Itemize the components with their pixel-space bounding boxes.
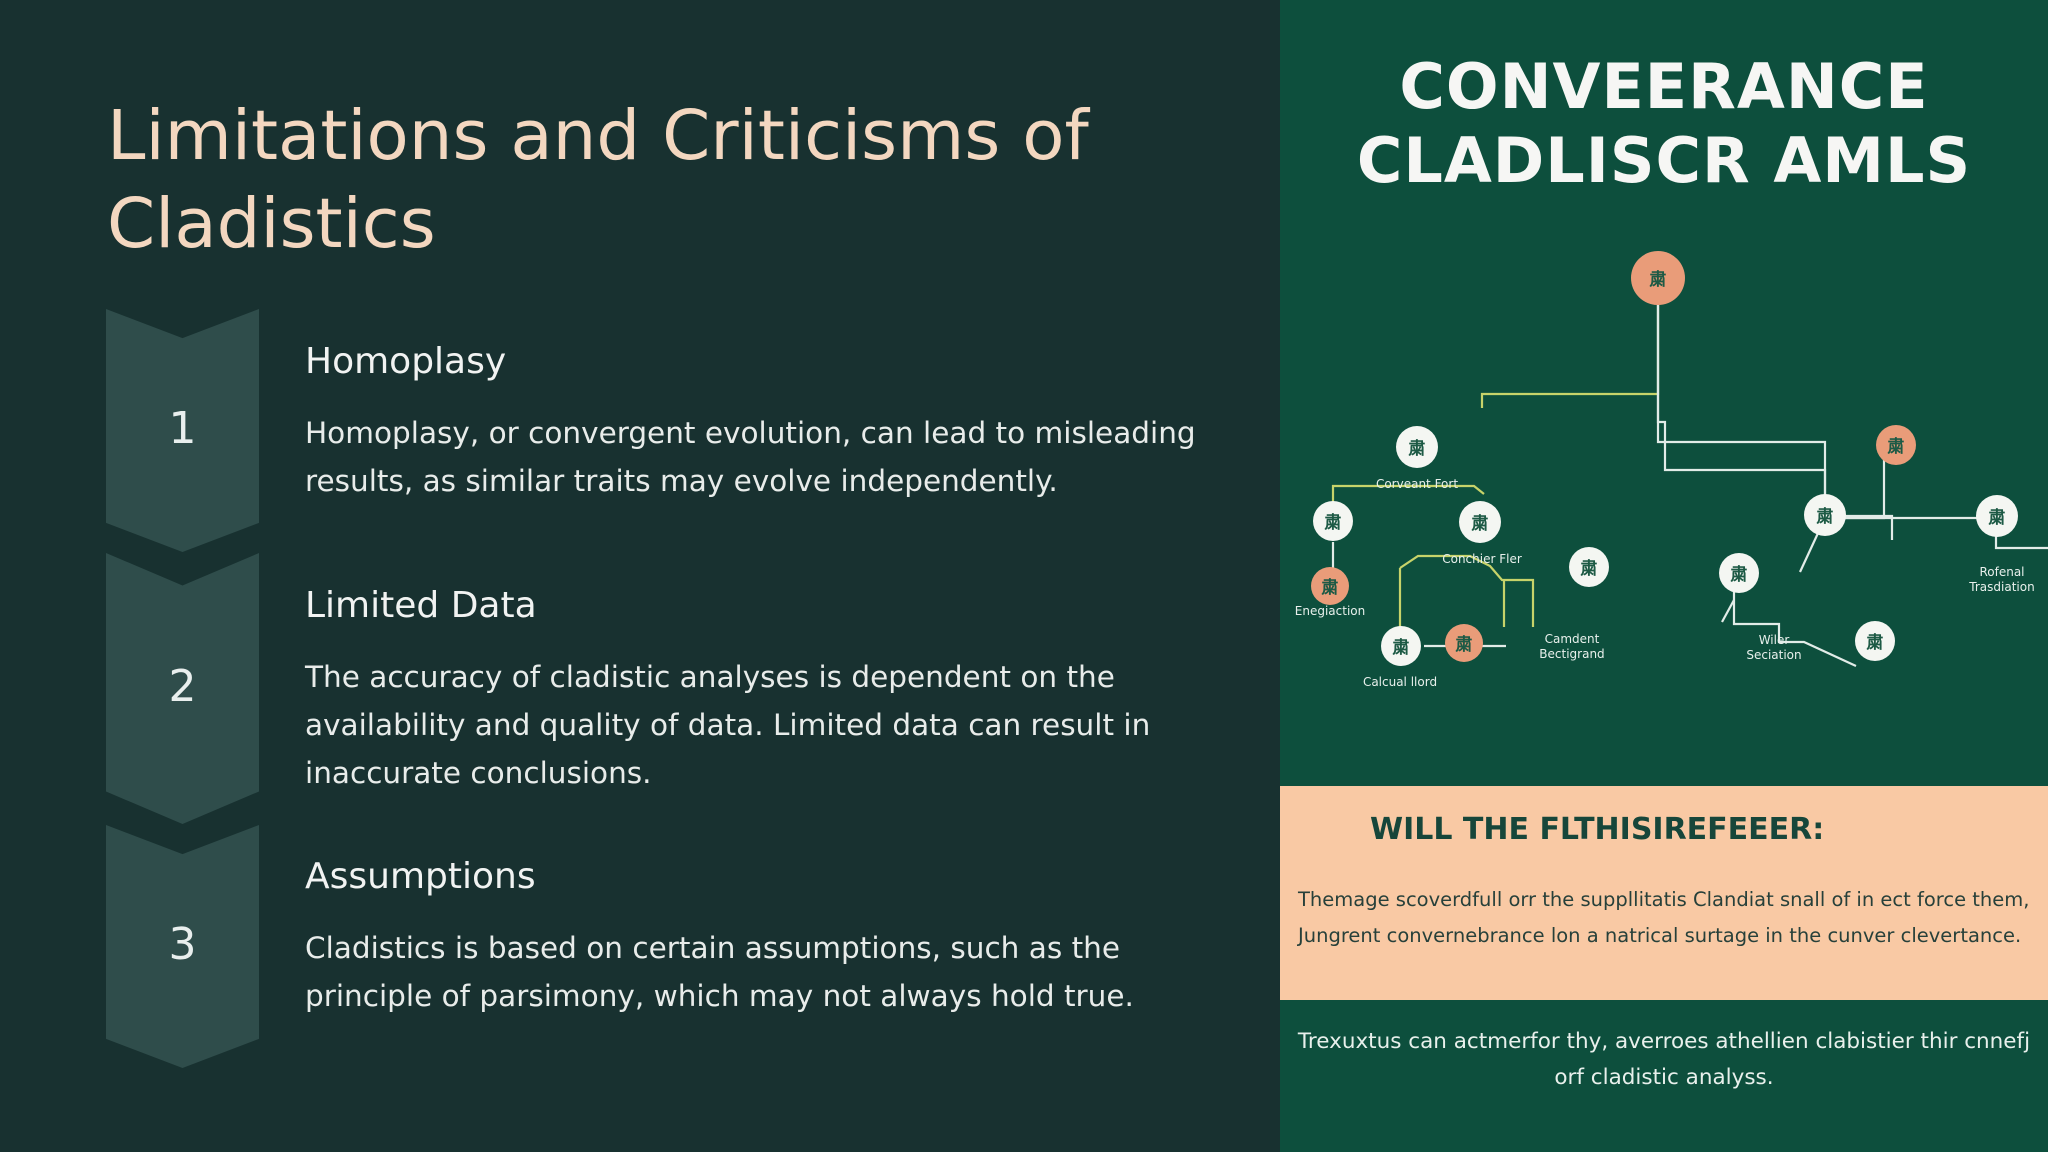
step-number-2: 2 xyxy=(168,661,197,712)
node-glyph: 粛 xyxy=(1730,564,1748,585)
item-heading-limited-data: Limited Data xyxy=(305,585,537,626)
step-marker-2 xyxy=(106,553,259,824)
node-icon xyxy=(1569,547,1609,587)
step-number-3: 3 xyxy=(168,919,197,970)
node-label: Conchier Fler xyxy=(1442,552,1522,566)
node-label: Enegiaction xyxy=(1295,604,1365,618)
root-node-icon xyxy=(1631,251,1685,305)
item-body-assumptions: Cladistics is based on certain assumptio… xyxy=(305,931,1134,1013)
item-heading-assumptions: Assumptions xyxy=(305,856,536,897)
cladogram-labels: Corveant Fort Enegiaction Conchier Fler … xyxy=(1295,477,2035,689)
node-label: Calcual llord xyxy=(1363,675,1437,689)
content-panel: Limitations and Criticisms of Cladistics… xyxy=(106,96,1196,1068)
node-glyph: 粛 xyxy=(1866,632,1884,653)
node-icon xyxy=(1976,495,2018,537)
node-icon xyxy=(1804,494,1846,536)
node-glyph: 粛 xyxy=(1455,634,1473,655)
node-label: Wiler xyxy=(1759,633,1790,647)
step-marker-1 xyxy=(106,309,259,552)
step-marker-3 xyxy=(106,825,259,1068)
step-number-1: 1 xyxy=(168,403,197,454)
item-body-limited-data: The accuracy of cladistic analyses is de… xyxy=(305,660,1151,790)
item-heading-homoplasy: Homoplasy xyxy=(305,341,507,382)
node-label: Camdent xyxy=(1545,632,1600,646)
node-label: Seciation xyxy=(1746,648,1801,662)
node-icon xyxy=(1459,501,1501,543)
callout-heading: WILL THE FLTHISIREFEEER: xyxy=(1370,812,1825,847)
root-node-glyph: 粛 xyxy=(1649,269,1667,290)
slide-title: Limitations and Criticisms of Cladistics xyxy=(107,96,1089,264)
node-label: Trasdiation xyxy=(1968,580,2034,594)
node-icon xyxy=(1381,626,1421,666)
node-glyph: 粛 xyxy=(1816,506,1834,527)
cladogram: 粛 粛 粛 粛 粛 粛 粛 粛 粛 粛 粛 粛 粛 xyxy=(1295,251,2048,689)
callout-body: Themage scoverdfull orr the suppllitatis… xyxy=(1298,888,2030,947)
node-glyph: 粛 xyxy=(1580,558,1598,579)
node-icon xyxy=(1396,426,1438,468)
infographic-callout: WILL THE FLTHISIREFEEER: Themage scoverd… xyxy=(1280,786,2048,1000)
peach-node-icon xyxy=(1445,624,1483,662)
peach-node-icon xyxy=(1311,567,1349,605)
cladogram-lines xyxy=(1331,278,2048,667)
cladogram-nodes: 粛 粛 粛 粛 粛 粛 粛 粛 粛 粛 粛 粛 粛 xyxy=(1311,251,2018,666)
node-glyph: 粛 xyxy=(1887,436,1905,457)
infographic-title: CONVEERANCE CLADLISCR AMLS xyxy=(1280,50,2048,198)
node-label: Rofenal xyxy=(1979,565,2024,579)
node-label: Bectigrand xyxy=(1539,647,1604,661)
item-body-homoplasy: Homoplasy, or convergent evolution, can … xyxy=(305,416,1196,498)
infographic-footer: Trexuxtus can actmerfor thy, averroes at… xyxy=(1297,1029,2031,1090)
node-icon xyxy=(1855,621,1895,661)
node-label: Corveant Fort xyxy=(1376,477,1458,491)
peach-node-icon xyxy=(1876,425,1916,465)
infographic-title-line2: CLADLISCR AMLS xyxy=(1356,124,1972,197)
node-glyph: 粛 xyxy=(1392,637,1410,658)
node-icon xyxy=(1313,501,1353,541)
node-glyph: 粛 xyxy=(1471,513,1489,534)
node-glyph: 粛 xyxy=(1408,438,1426,459)
node-glyph: 粛 xyxy=(1321,577,1339,598)
node-icon xyxy=(1719,553,1759,593)
node-glyph: 粛 xyxy=(1988,507,2006,528)
infographic-title-line1: CONVEERANCE xyxy=(1399,50,1929,123)
node-glyph: 粛 xyxy=(1324,512,1342,533)
